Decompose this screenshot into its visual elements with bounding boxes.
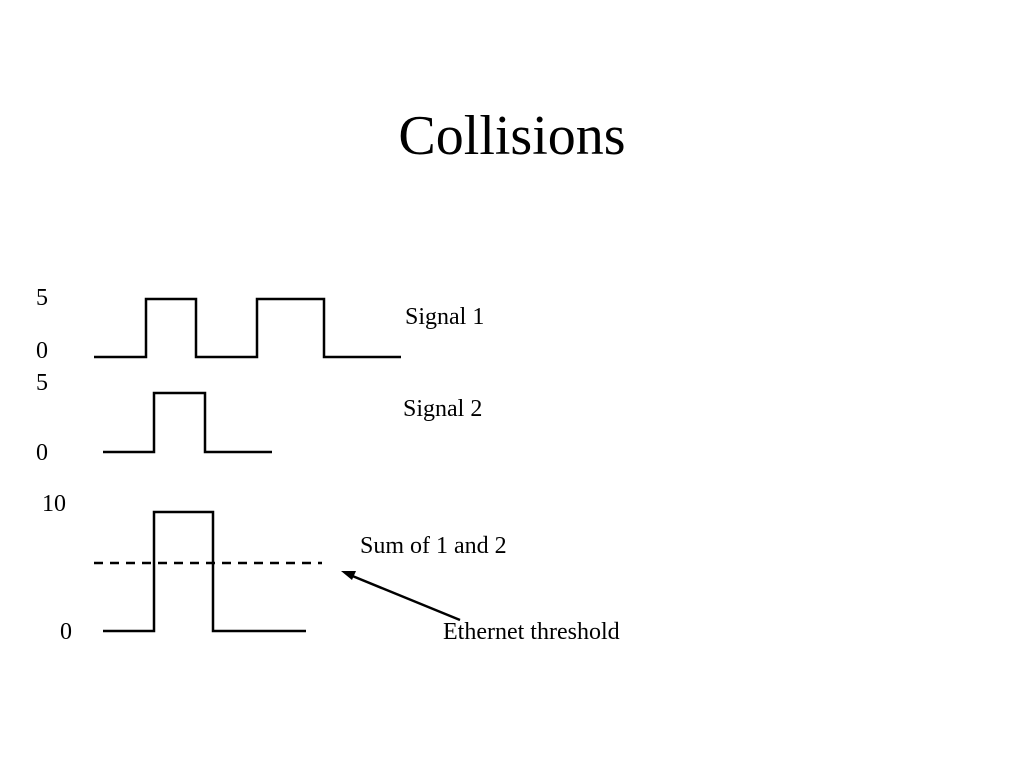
sum-waveform — [103, 510, 306, 633]
signal-2-axis-low: 0 — [36, 440, 48, 466]
sum-axis-high: 10 — [42, 491, 66, 517]
signal-2-label: Signal 2 — [403, 396, 483, 422]
signal-1-label: Signal 1 — [405, 304, 485, 330]
slide-title: Collisions — [398, 105, 626, 167]
threshold-arrow-shaft — [349, 573, 461, 622]
signal-1-waveform — [94, 297, 401, 359]
signal-1-axis-low: 0 — [36, 338, 48, 364]
sum-axis-low: 0 — [60, 619, 72, 645]
sum-label: Sum of 1 and 2 — [360, 533, 507, 559]
ethernet-threshold-label: Ethernet threshold — [443, 619, 620, 645]
threshold-arrow-head — [341, 571, 356, 580]
signal-2-waveform — [103, 391, 272, 454]
signal-2-axis-high: 5 — [36, 370, 48, 396]
signal-1-axis-high: 5 — [36, 285, 48, 311]
